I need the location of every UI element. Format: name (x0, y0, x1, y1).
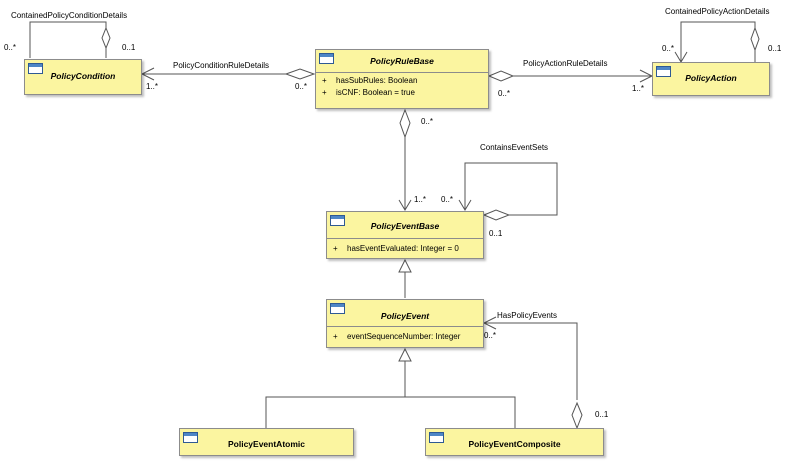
attribute-compartment: + hasEventEvaluated: Integer = 0 (327, 238, 483, 256)
aggregation-diamond (750, 26, 760, 52)
attribute-text: eventSequenceNumber: Integer (347, 332, 461, 341)
association-name-policy-condition-rule-details: PolicyConditionRuleDetails (173, 61, 270, 70)
multiplicity-label: 0..1 (489, 229, 503, 238)
has-policy-events-line[interactable] (484, 322, 578, 400)
attribute-row[interactable]: + hasSubRules: Boolean (316, 75, 488, 87)
class-name: PolicyEventBase (370, 221, 440, 231)
attribute-text: isCNF: Boolean = true (336, 88, 415, 97)
navigability-arrow (458, 199, 472, 211)
aggregation-diamond (482, 209, 511, 221)
association-name-contains-event-sets: ContainsEventSets (480, 143, 549, 152)
multiplicity-label: 0..* (662, 44, 675, 53)
class-name: PolicyEvent (380, 311, 430, 321)
aggregation-diamond (284, 68, 316, 80)
multiplicity-label: 1..* (632, 84, 645, 93)
attribute-text: hasEventEvaluated: Integer = 0 (347, 244, 459, 253)
aggregation-diamond (101, 26, 111, 50)
class-policy-condition[interactable]: PolicyCondition (24, 59, 142, 95)
class-icon (656, 66, 671, 77)
attribute-visibility: + (333, 244, 338, 253)
association-name-contained-policy-action-details: ContainedPolicyActionDetails (665, 7, 770, 16)
class-name: PolicyCondition (50, 71, 116, 81)
class-header: PolicyEventBase (327, 212, 483, 238)
class-header: PolicyEvent (327, 300, 483, 326)
navigability-arrow (140, 67, 155, 81)
aggregation-diamond (487, 70, 515, 82)
class-icon (330, 215, 345, 226)
aggregation-diamond (571, 401, 583, 430)
class-policy-action[interactable]: PolicyAction (652, 62, 770, 96)
multiplicity-label: 0..* (441, 195, 454, 204)
multiplicity-label: 1..* (146, 82, 159, 91)
attribute-compartment: + eventSequenceNumber: Integer (327, 326, 483, 344)
class-header: PolicyCondition (25, 60, 141, 82)
class-name: PolicyAction (685, 73, 737, 83)
multiplicity-label: 0..* (484, 331, 497, 340)
class-icon (183, 432, 198, 443)
class-policy-event-composite[interactable]: PolicyEventComposite (425, 428, 604, 456)
attribute-row[interactable]: + eventSequenceNumber: Integer (327, 331, 483, 343)
class-policy-event-base[interactable]: PolicyEventBase + hasEventEvaluated: Int… (326, 211, 484, 259)
attribute-visibility: + (322, 88, 327, 97)
multiplicity-label: 0..1 (122, 43, 136, 52)
class-policy-event-atomic[interactable]: PolicyEventAtomic (179, 428, 354, 456)
contained-policy-condition-details-line[interactable] (29, 21, 107, 58)
association-name-policy-action-rule-details: PolicyActionRuleDetails (523, 59, 608, 68)
class-name: PolicyEventAtomic (228, 439, 305, 449)
class-name: PolicyEventComposite (468, 439, 561, 449)
navigability-arrow (398, 199, 412, 211)
generalization-triangle (398, 258, 412, 273)
attribute-row[interactable]: + isCNF: Boolean = true (316, 87, 488, 99)
class-header: PolicyEventComposite (426, 429, 603, 451)
class-header: PolicyRuleBase (316, 50, 488, 72)
class-policy-event[interactable]: PolicyEvent + eventSequenceNumber: Integ… (326, 299, 484, 348)
attribute-compartment: + hasSubRules: Boolean + isCNF: Boolean … (316, 72, 488, 100)
generalization-triangle (398, 347, 412, 362)
association-name-has-policy-events: HasPolicyEvents (497, 311, 558, 320)
class-icon (28, 63, 43, 74)
class-header: PolicyAction (653, 63, 769, 85)
attribute-row[interactable]: + hasEventEvaluated: Integer = 0 (327, 243, 483, 255)
class-name: PolicyRuleBase (370, 56, 434, 66)
class-icon (319, 53, 334, 64)
multiplicity-label: 1..* (414, 195, 427, 204)
class-icon (429, 432, 444, 443)
attribute-visibility: + (322, 76, 327, 85)
contained-policy-action-details-line[interactable] (680, 21, 756, 62)
attribute-visibility: + (333, 332, 338, 341)
navigability-arrow (482, 316, 497, 330)
generalization-line (265, 396, 516, 428)
class-icon (330, 303, 345, 314)
aggregation-diamond (399, 108, 411, 139)
multiplicity-label: 0..1 (768, 44, 782, 53)
contains-event-sets-line[interactable] (464, 162, 558, 216)
class-policy-rule-base[interactable]: PolicyRuleBase + hasSubRules: Boolean + … (315, 49, 489, 109)
association-name-contained-policy-condition-details: ContainedPolicyConditionDetails (11, 11, 128, 20)
multiplicity-label: 0..* (421, 117, 434, 126)
multiplicity-label: 0..1 (595, 410, 609, 419)
multiplicity-label: 0..* (4, 43, 17, 52)
class-header: PolicyEventAtomic (180, 429, 353, 451)
attribute-text: hasSubRules: Boolean (336, 76, 418, 85)
multiplicity-label: 0..* (295, 82, 308, 91)
multiplicity-label: 0..* (498, 89, 511, 98)
